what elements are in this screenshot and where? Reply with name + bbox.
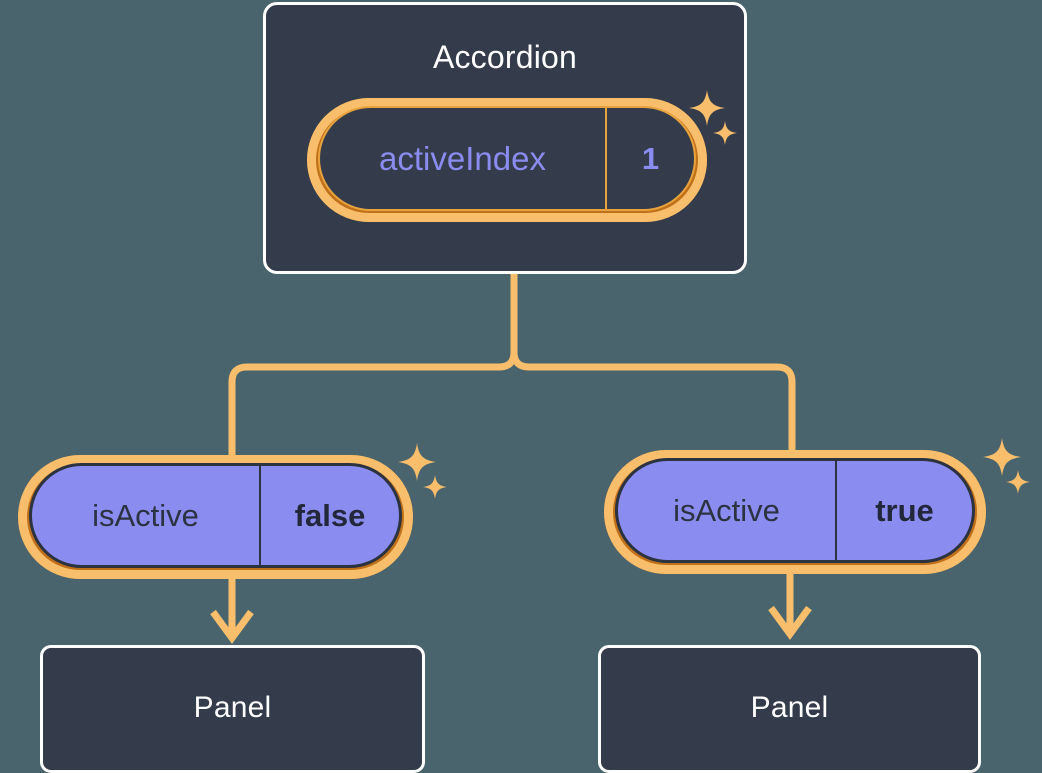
pill-body: isActive false [29, 463, 402, 568]
connector-split-right [510, 351, 796, 462]
pill-body: isActive true [615, 458, 975, 563]
state-pill-activeindex[interactable]: activeIndex 1 [307, 98, 707, 222]
arrowhead-right [768, 605, 812, 640]
component-title-accordion: Accordion [432, 39, 578, 75]
state-key-label: isActive [673, 492, 780, 528]
pill-highlight-ring [604, 450, 986, 574]
pill-divider [835, 461, 837, 560]
sparkle-small-icon [1006, 470, 1030, 494]
connector-split-left [228, 351, 518, 462]
sparkle-small-icon [423, 475, 447, 499]
arrowhead-left [210, 609, 254, 644]
component-title-panel: Panel [193, 691, 272, 724]
component-title-panel: Panel [750, 691, 829, 724]
state-key-label: activeIndex [379, 139, 546, 177]
pill-body: activeIndex 1 [318, 106, 696, 211]
pill-highlight-ring [18, 455, 413, 579]
pill-highlight-ring [307, 98, 707, 222]
component-card-panel-right[interactable]: Panel [598, 645, 981, 773]
pill-divider [259, 466, 261, 565]
state-pill-isactive-false[interactable]: isActive false [18, 455, 413, 579]
sparkle-large-icon [398, 443, 436, 481]
state-key-label: isActive [92, 497, 199, 533]
state-value-label: false [294, 497, 366, 533]
sparkle-large-icon [983, 438, 1021, 476]
pill-divider [605, 108, 607, 209]
component-card-panel-left[interactable]: Panel [40, 645, 425, 773]
state-value-label: 1 [641, 140, 660, 176]
state-pill-isactive-true[interactable]: isActive true [604, 450, 986, 574]
state-value-label: true [875, 492, 934, 528]
